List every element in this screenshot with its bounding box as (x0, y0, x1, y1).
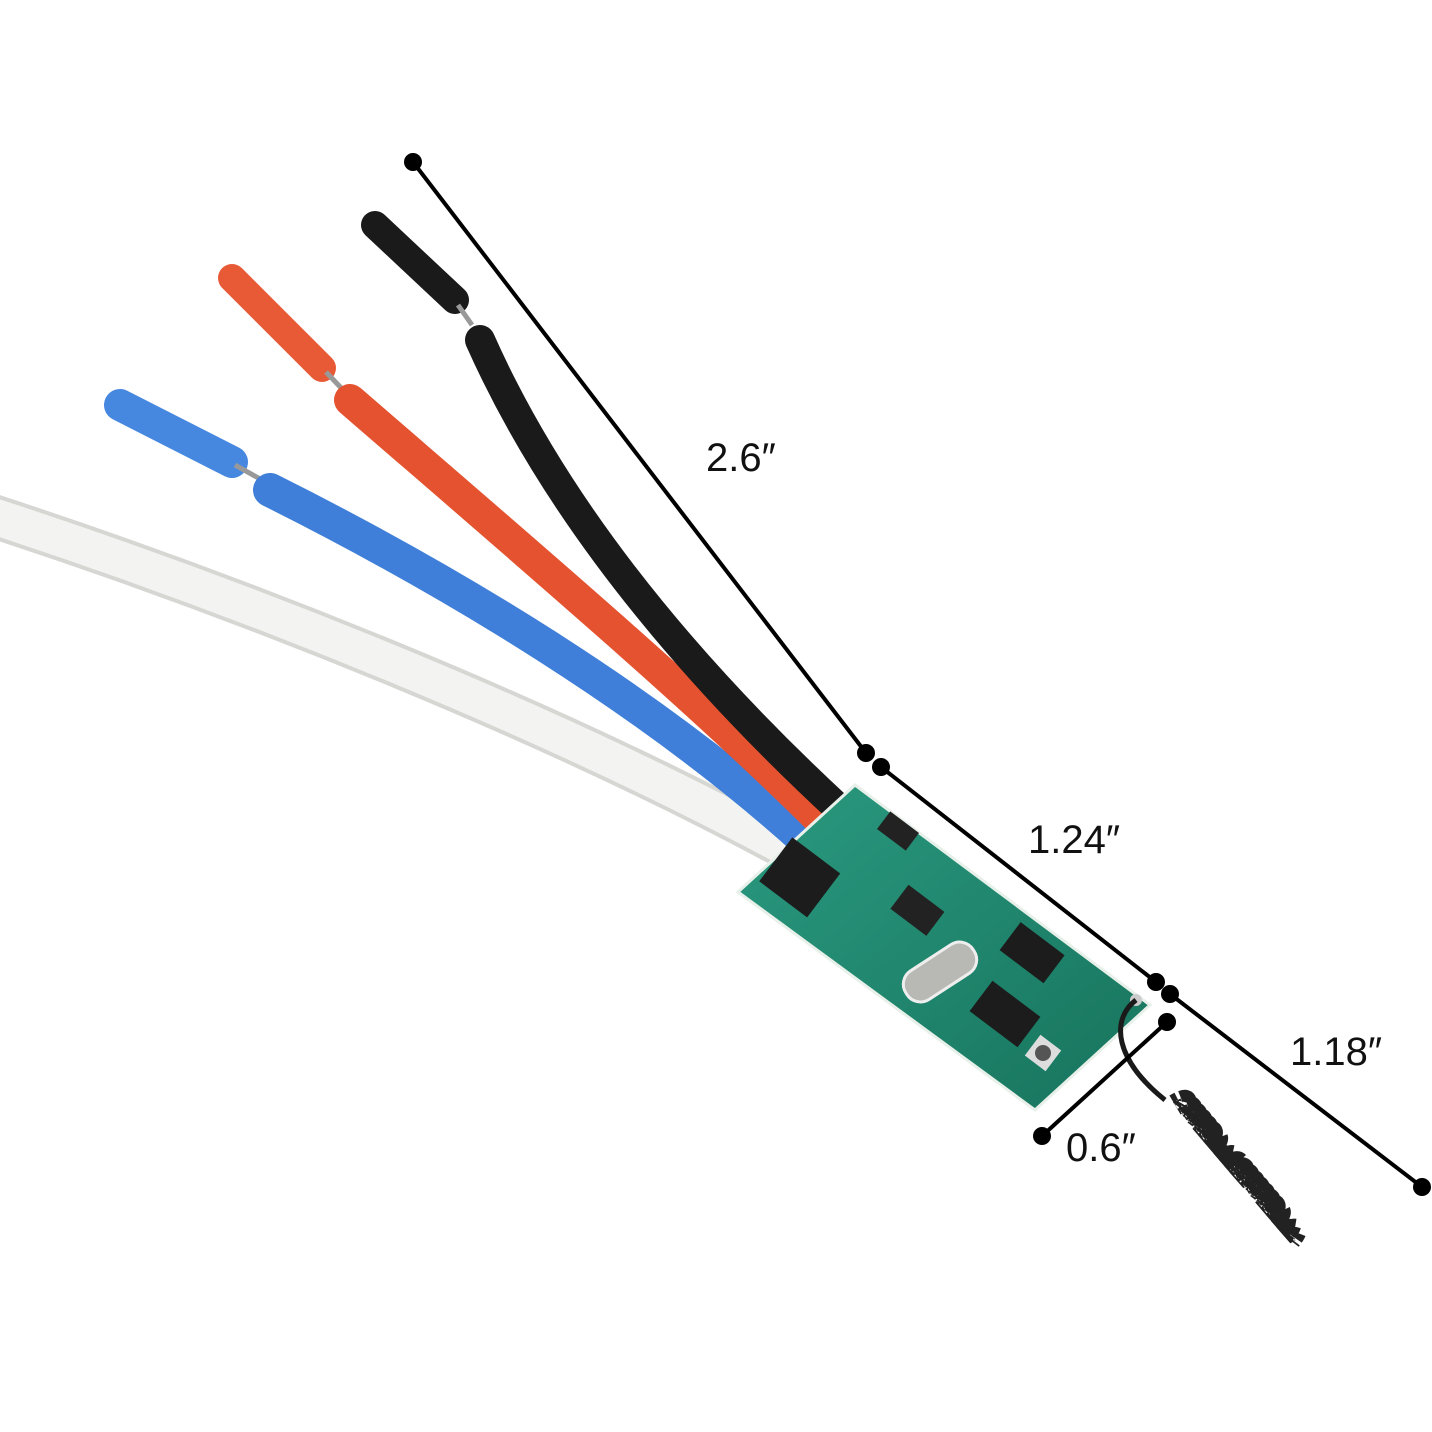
black-wire (361, 211, 853, 823)
red-wire (218, 264, 838, 838)
blue-wire (104, 389, 822, 857)
ic-chip (969, 980, 1041, 1048)
spring-antenna (1118, 998, 1307, 1247)
dimension-antenna-length (1161, 985, 1431, 1196)
pcb-board (735, 783, 1153, 1112)
board-width-label: 0.6″ (1066, 1126, 1136, 1170)
dimension-wire-length (404, 153, 875, 762)
regulator-chip (759, 837, 841, 918)
wire-length-label: 2.6″ (706, 436, 776, 480)
board-length-label: 1.24″ (1028, 818, 1121, 862)
dimension-board-length (872, 758, 1165, 991)
antenna-length-label: 1.18″ (1290, 1030, 1383, 1074)
crystal-oscillator (901, 940, 979, 1004)
ic-chip (999, 922, 1065, 984)
dimension-board-width (1033, 1013, 1176, 1145)
white-wire (0, 495, 812, 872)
